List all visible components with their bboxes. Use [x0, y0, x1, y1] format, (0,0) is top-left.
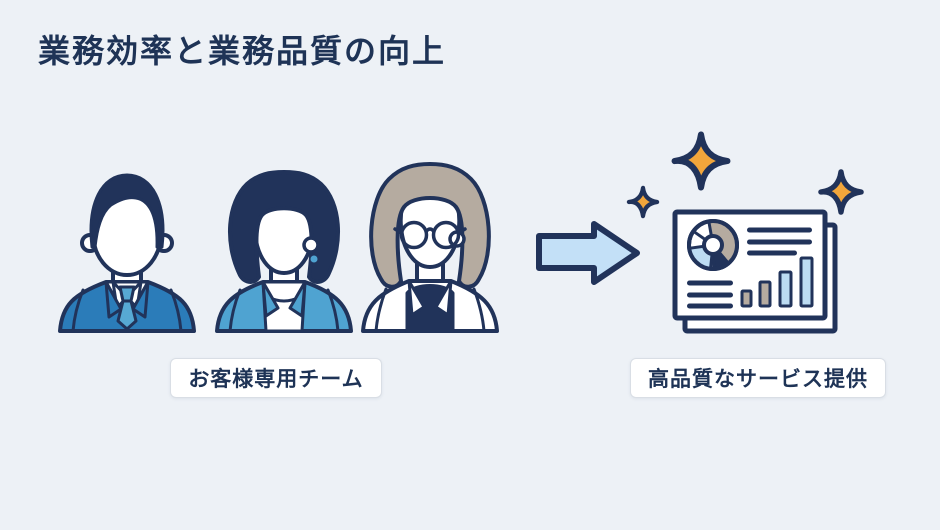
- businesswoman-bob-icon: [215, 170, 353, 333]
- report-document-icon: [626, 131, 864, 334]
- donut-chart-icon: [687, 219, 739, 271]
- result-label-badge: 高品質なサービス提供: [630, 358, 886, 398]
- sparkle-icon: [818, 169, 864, 215]
- glasses-icon: [393, 220, 467, 250]
- businessman-icon: [58, 173, 196, 333]
- bar-chart-icon: [740, 256, 814, 308]
- team-label-text: お客様専用チーム: [188, 367, 364, 391]
- arrow-right-icon: [536, 221, 640, 285]
- team-label-badge: お客様専用チーム: [170, 358, 382, 398]
- businesswoman-glasses-icon: [361, 162, 499, 333]
- result-label-text: 高品質なサービス提供: [648, 367, 868, 391]
- earring-dot: [310, 255, 318, 263]
- page-title: 業務効率と業務品質の向上: [38, 32, 447, 70]
- sparkle-icon: [671, 131, 731, 191]
- text-lines: [687, 227, 812, 309]
- sparkle-icon: [626, 185, 660, 219]
